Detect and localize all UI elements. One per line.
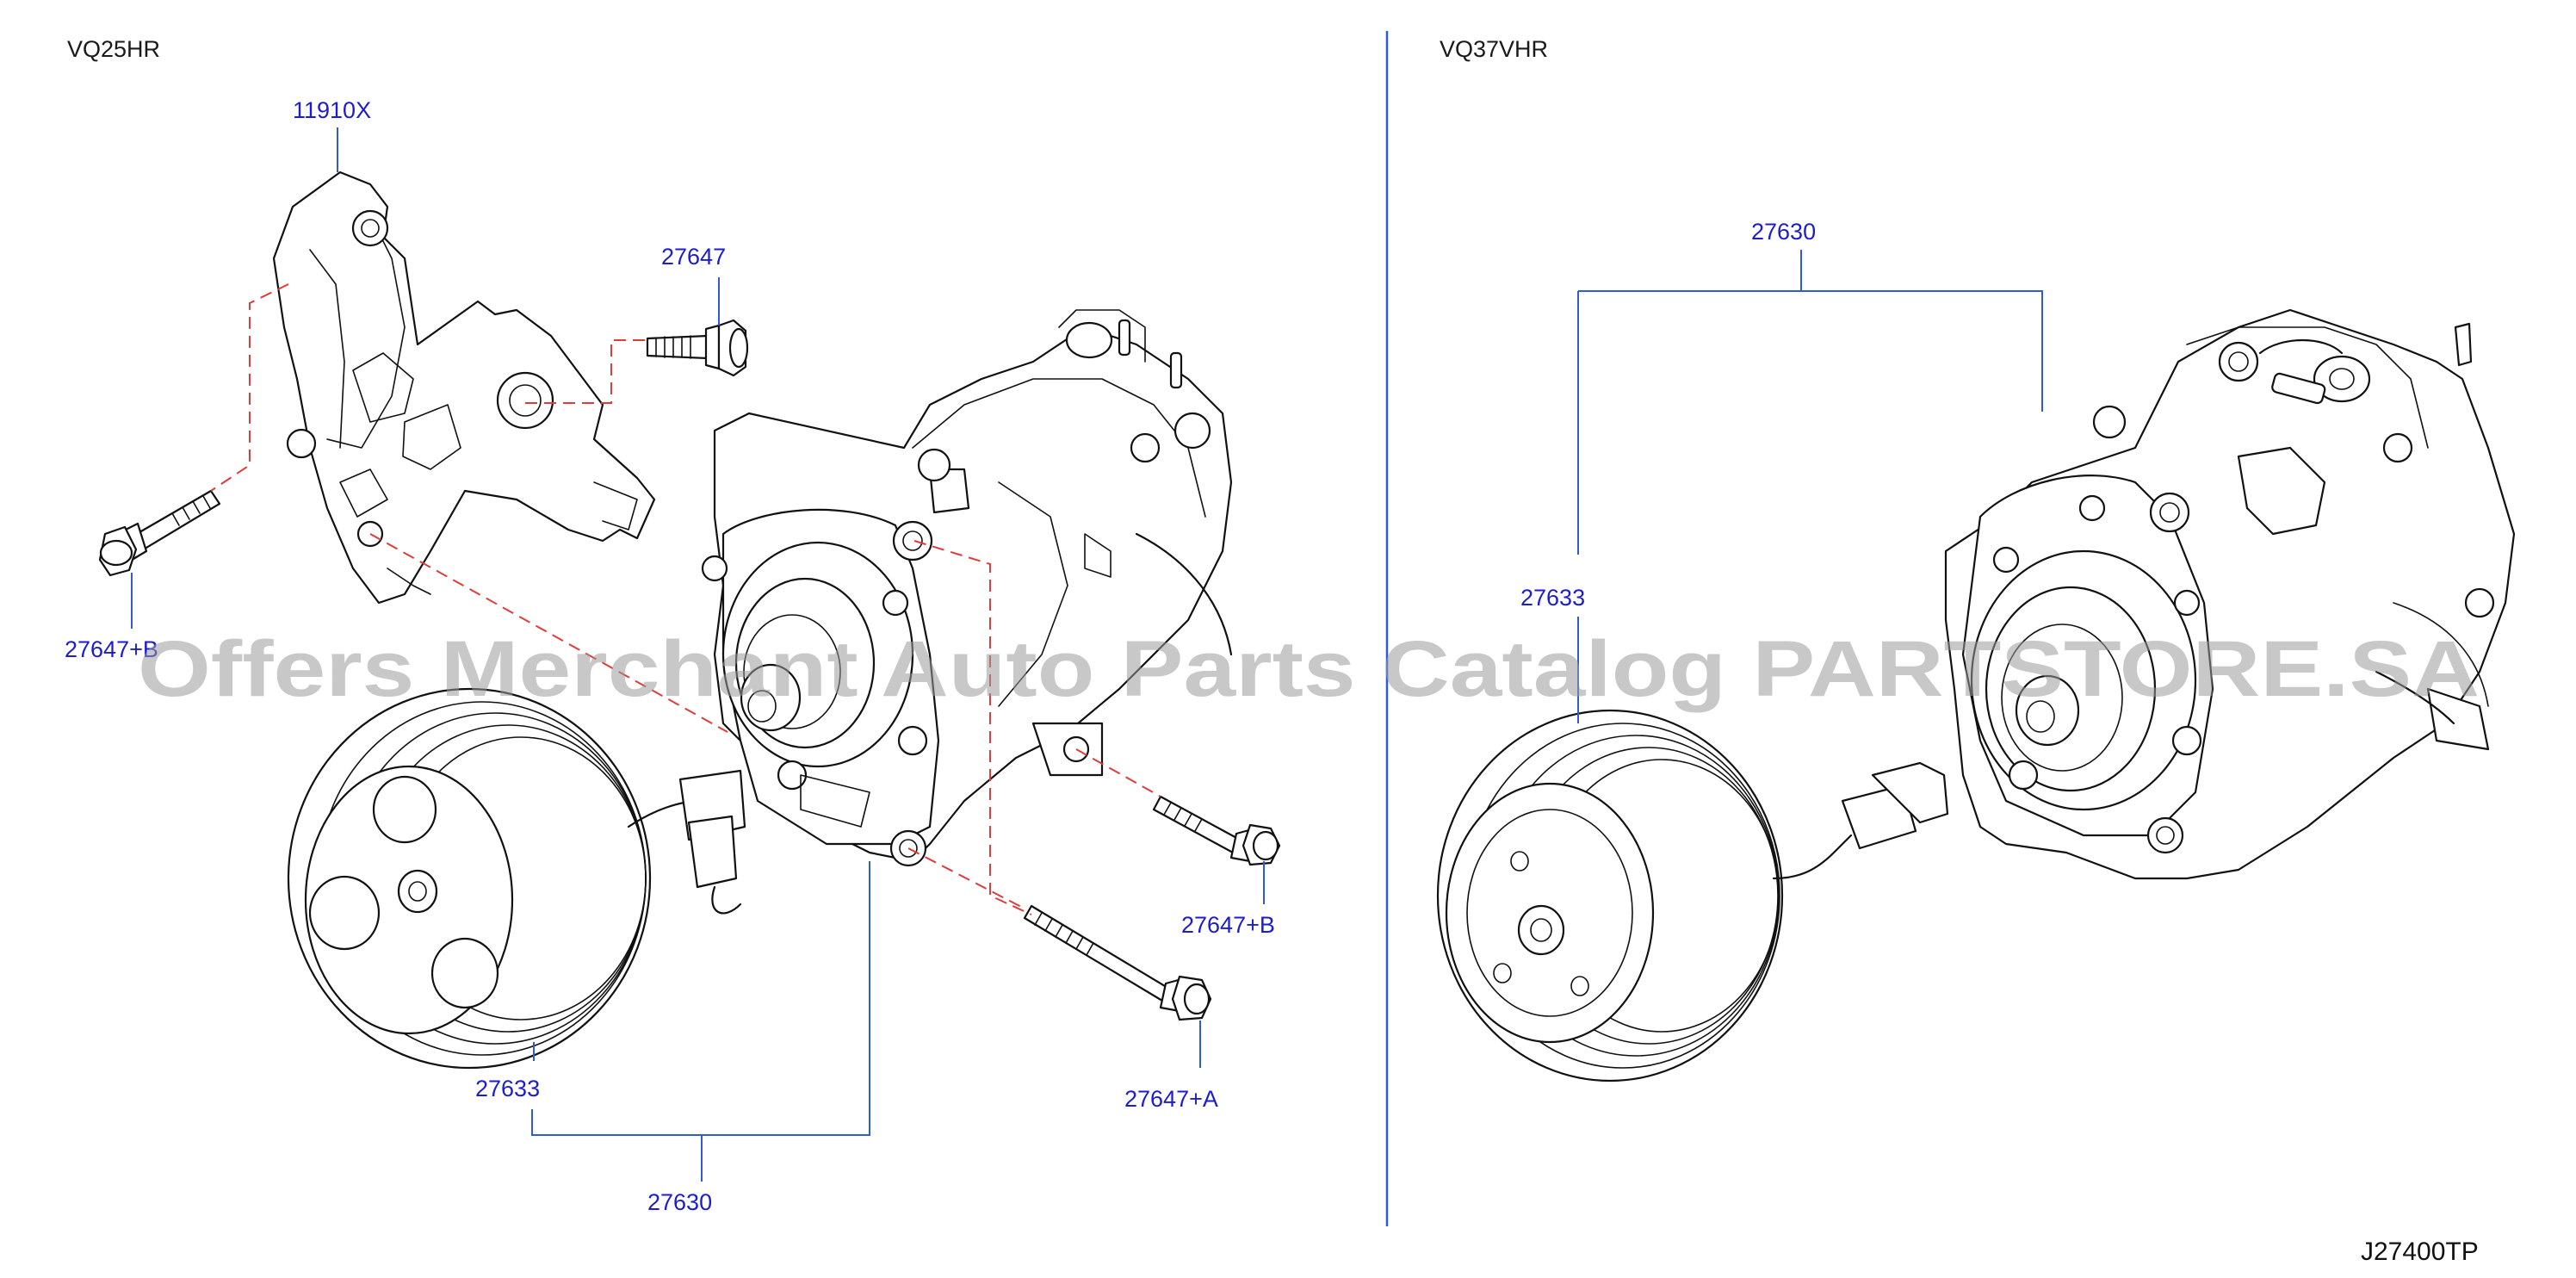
label-27647-b: 27647+B <box>1181 912 1275 938</box>
label-27647-b-left: 27647+B <box>65 636 158 662</box>
bracket-11910x <box>272 171 656 605</box>
bolt-27647-b-left <box>98 489 221 577</box>
diagram-code: J27400TP <box>2361 1238 2479 1266</box>
label-27633-left: 27633 <box>475 1076 540 1101</box>
clutch-right <box>1436 709 1949 1083</box>
compressor-left <box>701 309 1233 867</box>
section-title-right: VQ37VHR <box>1440 36 1548 62</box>
label-27630-right: 27630 <box>1751 219 1816 245</box>
callouts-left: 11910X 27647 27647+B 27647+B 27647+A 276… <box>65 97 1275 1215</box>
bolt-27647 <box>646 319 749 377</box>
compressor-right <box>1944 308 2516 880</box>
bolt-27647-a <box>1023 904 1212 1021</box>
label-27647: 27647 <box>661 244 726 270</box>
label-27633-right: 27633 <box>1520 585 1585 611</box>
label-27647-a: 27647+A <box>1124 1086 1218 1112</box>
clutch-left <box>287 687 746 1070</box>
label-11910x: 11910X <box>293 97 371 123</box>
bolt-27647-b <box>1152 795 1281 866</box>
watermark: Offers Merchant Auto Parts Catalog PARTS… <box>138 625 2480 713</box>
mounting-dash-lines-left <box>210 283 1161 915</box>
label-27630-left: 27630 <box>647 1189 712 1215</box>
section-title-left: VQ25HR <box>67 36 160 62</box>
callouts-right: 27630 27633 <box>1520 219 2043 723</box>
